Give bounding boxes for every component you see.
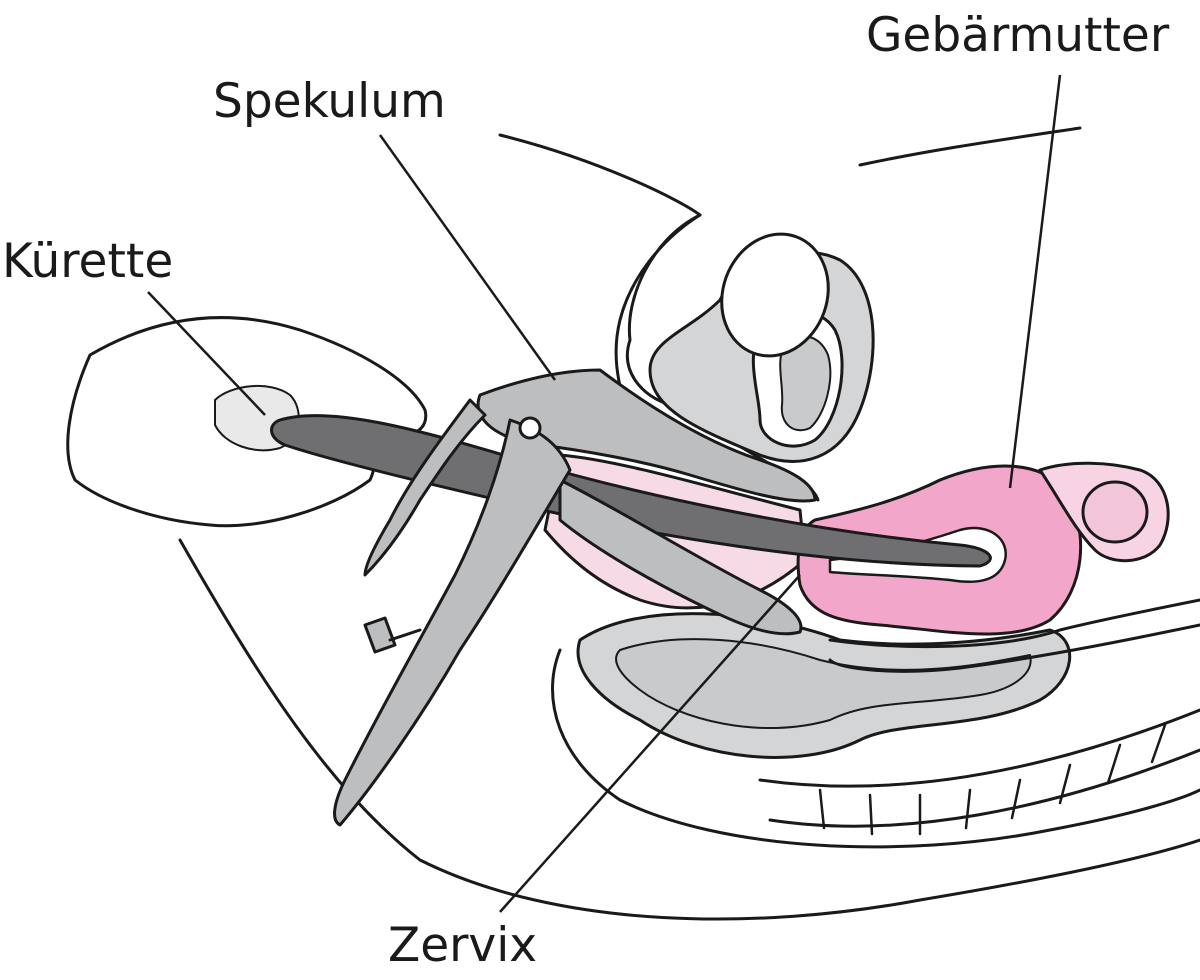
spine-outline-inner bbox=[768, 748, 1200, 828]
leader-line-uterus bbox=[1008, 74, 1062, 489]
speculum-screw bbox=[363, 616, 397, 654]
speculum-hinge bbox=[518, 416, 542, 440]
vertebrae bbox=[818, 723, 1167, 836]
pelvic-band-1 bbox=[828, 598, 1200, 649]
uterus-label: Gebärmutter bbox=[866, 8, 1170, 63]
rectum-lumen bbox=[615, 638, 1032, 730]
cervix-label: Zervix bbox=[388, 918, 538, 973]
speculum-label: Spekulum bbox=[213, 74, 446, 129]
bladder-inner bbox=[779, 335, 832, 432]
speculum-handle-upper bbox=[363, 398, 487, 577]
back-outline bbox=[858, 126, 1082, 167]
speculum-screw-shaft bbox=[388, 628, 422, 642]
leader-line-cervix bbox=[499, 574, 801, 913]
leader-line-speculum bbox=[378, 134, 557, 381]
leader-line-curette bbox=[147, 291, 266, 416]
pelvic-band-2 bbox=[828, 623, 1200, 673]
spine-outline bbox=[758, 708, 1200, 788]
body-outline-lower bbox=[178, 538, 1200, 921]
speculum-lower-blade bbox=[558, 478, 803, 636]
pubic-bone bbox=[720, 232, 830, 358]
speculum-handle-lower bbox=[333, 418, 572, 827]
ovary bbox=[1081, 480, 1149, 544]
pelvic-band-3 bbox=[551, 648, 1200, 849]
body-outline-upper bbox=[498, 133, 702, 217]
curette-label: Kürette bbox=[2, 234, 174, 289]
